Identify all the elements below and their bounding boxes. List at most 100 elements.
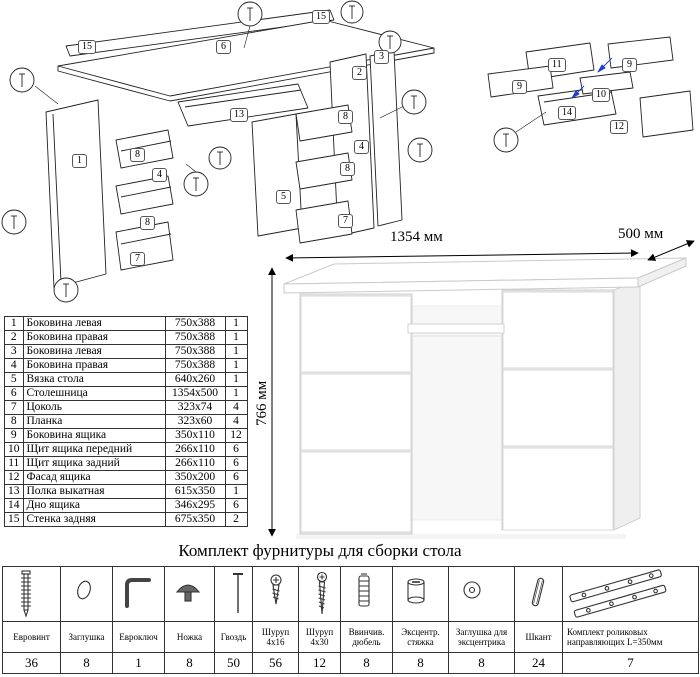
threaded-dowel-icon [358, 573, 370, 607]
part-qty: 6 [224, 470, 248, 485]
part-name: Боковина ящика [22, 428, 166, 443]
part-name: Дно ящика [22, 498, 166, 513]
part-qty: 1 [224, 386, 248, 401]
part-number-label: 1 [72, 154, 87, 168]
part-number-label: 9 [622, 58, 637, 72]
part-name: Цоколь [22, 400, 166, 415]
part-size: 750x388 [164, 344, 226, 359]
hw-cell [298, 566, 341, 622]
part-qty: 1 [224, 330, 248, 345]
hardware-callout-icons [1, 0, 433, 303]
part-name: Боковина правая [22, 330, 166, 345]
part-size: 750x388 [164, 316, 226, 331]
hw-item-name: Ножка [164, 621, 215, 653]
part-num: 1 [4, 316, 24, 331]
part-number-label: 2 [352, 66, 367, 80]
depth-dimension-label: 500 мм [618, 226, 664, 242]
hw-item-name: Шуруп 4x30 [298, 621, 341, 653]
part-size: 323x60 [164, 414, 226, 429]
part-num: 14 [4, 498, 24, 513]
part-number-label: 4 [354, 140, 369, 154]
cam-cap-icon [463, 581, 481, 599]
part-size: 346x295 [164, 498, 226, 513]
hw-item-name: Гвоздь [214, 621, 253, 653]
part-name: Столешница [22, 386, 166, 401]
part-qty: 2 [224, 512, 248, 527]
part-qty: 6 [224, 456, 248, 471]
hw-item-name: Евроключ [112, 621, 165, 653]
part-size: 350x200 [164, 470, 226, 485]
part-num: 2 [4, 330, 24, 345]
part-number-label: 14 [558, 106, 576, 120]
part-number-label: 13 [230, 108, 248, 122]
part-size: 750x388 [164, 330, 226, 345]
part-num: 7 [4, 400, 24, 415]
width-dimension-label: 1354 мм [390, 229, 443, 245]
hw-item-name: Шуруп 4x16 [252, 621, 299, 653]
part-num: 8 [4, 414, 24, 429]
part-number-label: 7 [338, 214, 353, 228]
foot-icon [175, 584, 201, 602]
part-num: 15 [4, 512, 24, 527]
part-qty: 4 [224, 414, 248, 429]
hw-cell [252, 566, 299, 622]
hw-item-qty: 12 [298, 652, 341, 674]
part-number-label: 11 [548, 58, 566, 72]
desk-render: 1354 мм 500 мм 766 мм [250, 226, 700, 546]
part-qty: 1 [224, 358, 248, 373]
part-number-label: 10 [592, 88, 610, 102]
part-name: Боковина левая [22, 316, 166, 331]
hw-item-qty: 36 [2, 652, 61, 674]
part-name: Щит ящика передний [22, 442, 166, 457]
confirmat-screw-icon [21, 570, 31, 618]
hw-item-qty: 24 [514, 652, 563, 674]
hw-cell [562, 566, 699, 622]
part-name: Вязка стола [22, 372, 166, 387]
part-number-label: 8 [338, 110, 353, 124]
wood-dowel-icon [531, 577, 545, 607]
part-qty: 4 [224, 400, 248, 415]
part-num: 5 [4, 372, 24, 387]
part-qty: 1 [224, 372, 248, 387]
hw-item-name: Евровинт [2, 621, 61, 653]
desk-drawing [268, 240, 695, 539]
part-name: Боковина правая [22, 358, 166, 373]
part-qty: 6 [224, 442, 248, 457]
hardware-kit-title: Комплект фурнитуры для сборки стола [178, 541, 462, 560]
part-number-label: 8 [340, 162, 355, 176]
cam-lock-icon [407, 578, 425, 604]
part-qty: 12 [224, 428, 248, 443]
part-size: 350x110 [164, 428, 226, 443]
part-num: 3 [4, 344, 24, 359]
part-qty: 6 [224, 498, 248, 513]
part-name: Полка выкатная [22, 484, 166, 499]
part-num: 11 [4, 456, 24, 471]
part-number-label: 8 [140, 216, 155, 230]
part-number-label: 3 [374, 50, 389, 64]
part-num: 13 [4, 484, 24, 499]
screw-short-icon [270, 574, 282, 605]
hw-cell [448, 566, 515, 622]
hw-item-name: Ввинчив. дюбель [340, 621, 393, 653]
hw-item-qty: 56 [252, 652, 299, 674]
nail-icon [233, 573, 243, 613]
assembly-direction-arrows [571, 57, 613, 99]
part-qty: 1 [224, 344, 248, 359]
part-qty: 1 [224, 316, 248, 331]
hw-cell [392, 566, 449, 622]
hw-cell [112, 566, 165, 622]
hw-item-name: Заглушка [60, 621, 113, 653]
